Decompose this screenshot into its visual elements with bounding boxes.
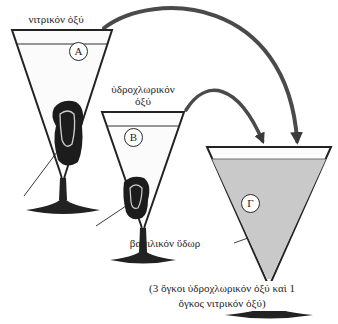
pour-arrow (186, 90, 263, 141)
liquid-name: νιτρικόν ὀξύ (24, 13, 88, 25)
glass-node: νιτρικόν ὀξύΑ (10, 28, 114, 218)
glass-letter: Α (75, 46, 83, 57)
glass-letter-circle: Β (124, 128, 143, 147)
glass-letter: Β (130, 132, 137, 143)
glass-letter: Γ (247, 198, 253, 209)
mixture-label: (3 ὄγκοι ὑδροχλωρικόν ὀξύ καὶ 1 ὄγκος νι… (145, 281, 299, 311)
wine-glass (10, 28, 114, 218)
glass-letter-circle: Α (69, 42, 88, 61)
liquid-name: ὑδροχλωρικόν ὀξύ (105, 83, 181, 107)
mixture-label: βασιλικόν ὕδωρ (0, 236, 334, 251)
glass-letter-circle: Γ (241, 194, 260, 213)
